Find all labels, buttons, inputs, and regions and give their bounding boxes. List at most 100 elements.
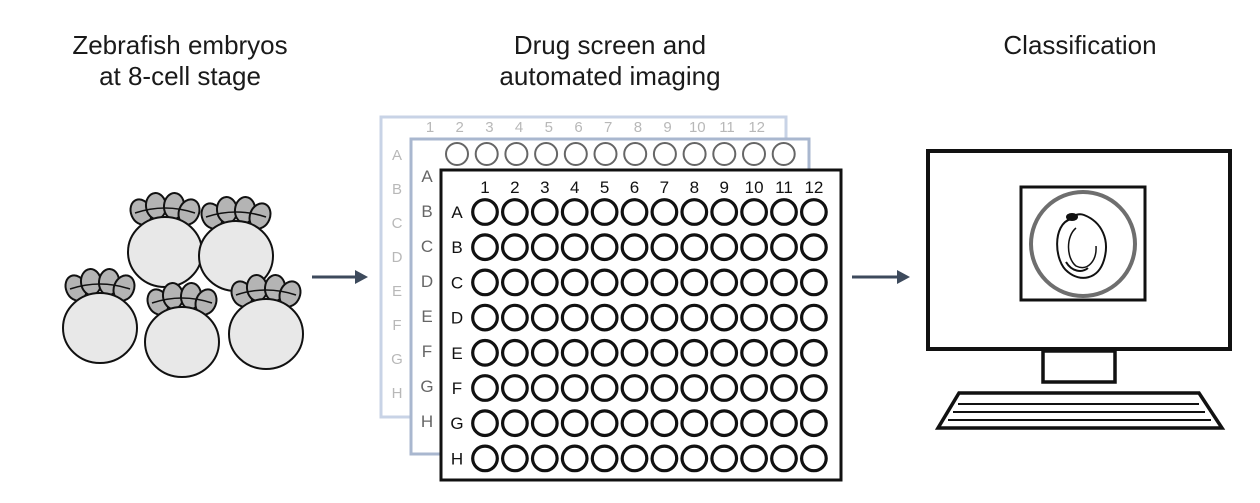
row-label: D	[392, 249, 403, 266]
blastomere-base-line	[134, 207, 196, 214]
well	[530, 374, 559, 402]
row-label: D	[421, 272, 433, 291]
well	[650, 268, 679, 297]
row-label: C	[392, 215, 403, 232]
column-label: 6	[574, 119, 582, 136]
column-label: 6	[630, 178, 639, 197]
embryo-2	[198, 196, 274, 292]
well	[680, 303, 709, 332]
arrow-screen-to-classification	[852, 270, 910, 284]
well	[530, 409, 559, 438]
embryo-tail	[1065, 261, 1089, 272]
well	[740, 233, 768, 262]
screen-title-line1: Drug screen and	[513, 30, 707, 60]
well	[740, 198, 768, 226]
embryo-body	[1056, 213, 1107, 279]
well	[740, 268, 768, 297]
well	[530, 198, 559, 226]
embryo-1	[127, 192, 203, 288]
well	[501, 198, 529, 226]
well	[620, 409, 649, 438]
well	[501, 338, 529, 367]
well	[710, 444, 739, 473]
well	[682, 142, 707, 166]
blastomere-base-line	[151, 297, 213, 304]
column-label: 1	[480, 178, 489, 197]
arrow-head	[355, 270, 368, 284]
embryo-4	[144, 282, 220, 378]
yolk-cell	[127, 216, 203, 288]
screen-title-line2: automated imaging	[499, 61, 721, 91]
well	[650, 338, 679, 367]
embryos-title-line1: Zebrafish embryos	[72, 30, 288, 60]
well	[471, 303, 499, 332]
well-plate-stack: 123456789101112ABCDEFGH123456789101112AB…	[379, 115, 843, 482]
well	[680, 409, 709, 438]
well	[560, 444, 589, 473]
well	[471, 198, 499, 226]
row-label: G	[391, 351, 403, 368]
embryo-eye	[1066, 213, 1078, 221]
row-label: F	[452, 379, 462, 398]
well	[620, 198, 649, 226]
well	[620, 268, 649, 297]
row-label: B	[451, 238, 462, 257]
column-label: 5	[600, 178, 609, 197]
keyboard	[934, 391, 1226, 430]
well	[590, 374, 619, 402]
chorion-outline	[1029, 190, 1137, 298]
column-label: 2	[456, 119, 464, 136]
row-label: C	[421, 237, 433, 256]
well	[680, 268, 709, 297]
blastomere-base-line	[69, 283, 131, 290]
well	[771, 142, 796, 166]
row-label: G	[450, 414, 463, 433]
blastomere-base-line	[205, 211, 267, 218]
embryo-5	[228, 274, 304, 370]
arrow-head	[897, 270, 910, 284]
well	[530, 444, 559, 473]
well	[710, 233, 739, 262]
well	[534, 142, 559, 166]
well	[800, 268, 828, 297]
arrow-embryos-to-screen	[312, 270, 368, 284]
well	[560, 338, 589, 367]
well	[530, 233, 559, 262]
column-label: 11	[719, 119, 735, 136]
well	[471, 409, 499, 438]
classification-title: Classification	[960, 30, 1200, 61]
well	[652, 142, 677, 166]
embryo-image	[1019, 185, 1147, 302]
well	[530, 268, 559, 297]
well	[680, 198, 709, 226]
column-label: 10	[745, 178, 764, 197]
well	[770, 198, 798, 226]
well	[680, 444, 709, 473]
well	[560, 268, 589, 297]
well	[710, 198, 739, 226]
well	[471, 233, 499, 262]
well	[560, 198, 589, 226]
well	[590, 233, 619, 262]
well	[680, 233, 709, 262]
column-label: 12	[804, 178, 823, 197]
well	[620, 233, 649, 262]
row-label: H	[451, 449, 463, 468]
well	[740, 303, 768, 332]
well	[710, 268, 739, 297]
well	[740, 374, 768, 402]
well	[590, 268, 619, 297]
well	[712, 142, 737, 166]
row-label: F	[422, 342, 432, 361]
well	[471, 268, 499, 297]
well	[471, 374, 499, 402]
well	[800, 374, 828, 402]
embryos-title-line2: at 8-cell stage	[99, 61, 261, 91]
row-label: D	[451, 309, 463, 328]
well	[504, 142, 529, 166]
row-label: B	[421, 202, 432, 221]
blastomere-base-line	[235, 289, 297, 296]
column-label: 5	[545, 119, 553, 136]
well	[740, 409, 768, 438]
well	[740, 338, 768, 367]
